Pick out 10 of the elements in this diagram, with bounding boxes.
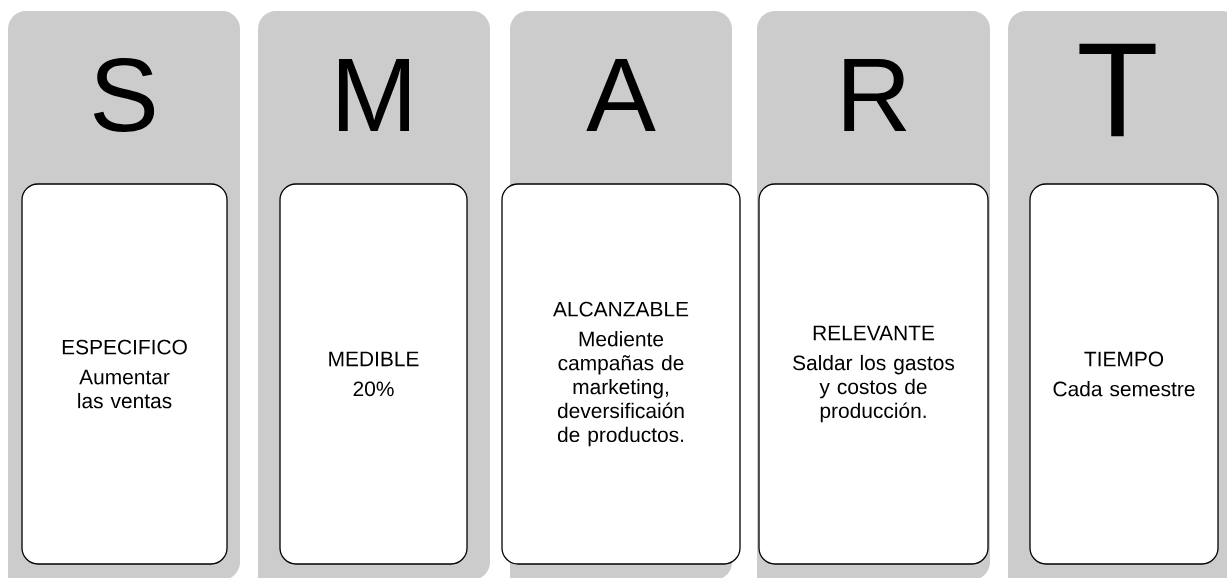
column-letter: T [1079, 43, 1156, 137]
text-box: MEDIBLE 20% [279, 183, 468, 565]
column-letter: S [93, 57, 155, 132]
column-letter: R [844, 59, 907, 131]
text-box: RELEVANTE Saldar los gastos y costos de producción. [758, 183, 989, 565]
text-box: ALCANZABLE Mediente campañas de marketing, deversificaión de productos. [501, 183, 741, 565]
text-box: ESPECIFICO Aumentar las ventas [21, 183, 228, 565]
column-letter: M [339, 59, 409, 131]
column-letter: A [586, 59, 656, 131]
text-box: TIEMPO Cada semestre [1029, 183, 1219, 565]
